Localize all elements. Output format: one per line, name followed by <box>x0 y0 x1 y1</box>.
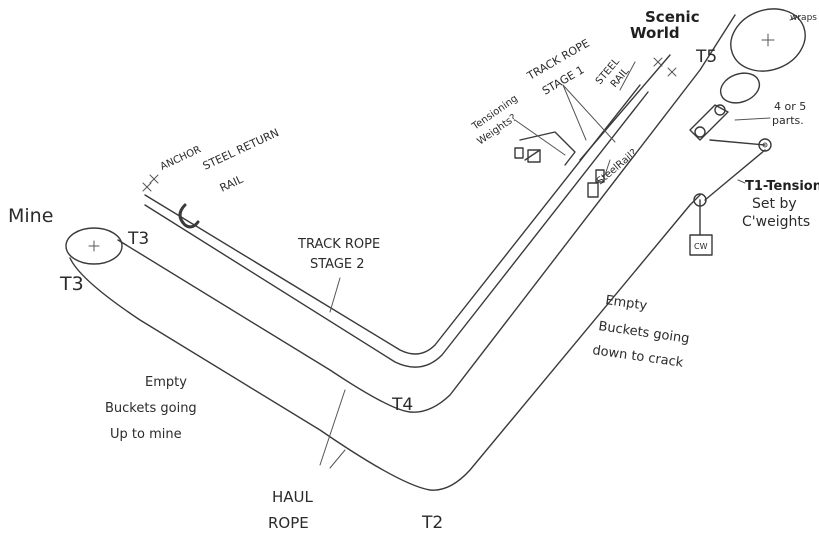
label-t1-tension-3: C'weights <box>742 214 810 230</box>
label-wraps: wraps <box>790 13 817 23</box>
label-four-or-five-2: parts. <box>772 114 804 127</box>
label-steel-return-rail-2: RAIL <box>218 172 246 194</box>
label-empty-up-2: Buckets going <box>105 401 197 416</box>
label-t3-bottom: T3 <box>59 273 84 295</box>
track-rope-stage2-a <box>145 85 640 354</box>
label-steel-rail-question: SteelRail? <box>595 147 640 187</box>
label-empty-down-1: Empty <box>604 293 648 314</box>
label-track-rope-stage2-1: TRACK ROPE <box>297 237 380 252</box>
label-track-rope-stage2-2: STAGE 2 <box>310 257 365 272</box>
steel-return-rail <box>180 205 198 227</box>
label-scenic-world-2: World <box>630 24 680 42</box>
label-empty-down-3: down to crack <box>591 343 684 371</box>
label-empty-up-3: Up to mine <box>110 427 182 442</box>
haul-rope-lower <box>70 195 700 490</box>
label-cw: CW <box>694 242 708 251</box>
track-rope-stage2-b <box>145 92 648 367</box>
label-t1-tension-1: T1-Tension <box>745 179 819 194</box>
label-t4: T4 <box>391 395 413 415</box>
label-four-or-five-1: 4 or 5 <box>774 100 806 113</box>
label-mine: Mine <box>8 205 53 227</box>
label-t2: T2 <box>421 513 443 533</box>
mine-pulley <box>66 228 122 264</box>
label-steel-return-rail-1: STEEL RETURN <box>201 126 281 173</box>
label-anchor: ANCHOR <box>159 144 203 172</box>
label-haul-rope-2: ROPE <box>268 514 309 532</box>
label-t5: T5 <box>695 47 717 67</box>
label-t3-top: T3 <box>127 229 149 249</box>
label-empty-down-2: Buckets going <box>597 319 690 347</box>
label-haul-rope-1: HAUL <box>272 488 314 506</box>
label-t1-tension-2: Set by <box>752 196 797 212</box>
label-empty-up-1: Empty <box>145 375 187 390</box>
